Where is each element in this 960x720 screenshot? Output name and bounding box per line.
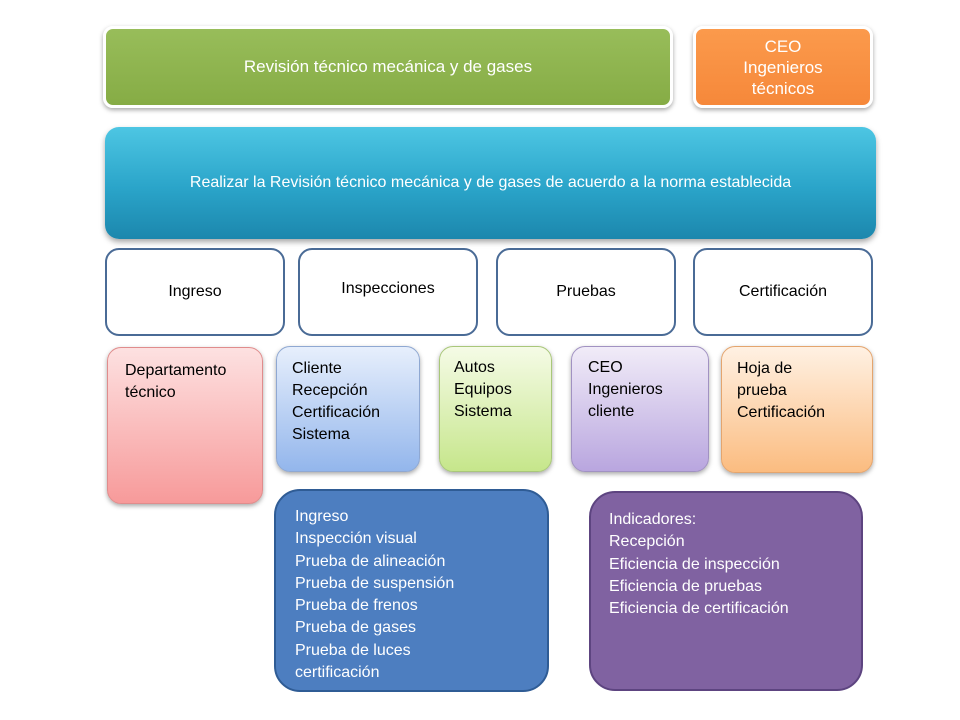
- indicator-item: Eficiencia de inspección: [609, 555, 780, 573]
- role-line: Ingenieros: [743, 57, 823, 77]
- resource-box-personas: CEO Ingenieros cliente: [571, 346, 709, 472]
- resource-line: Ingenieros: [588, 381, 663, 398]
- resource-line: Equipos: [454, 381, 512, 398]
- objective-banner: Realizar la Revisión técnico mecánica y …: [105, 127, 876, 239]
- process-box-inspecciones: Inspecciones: [298, 248, 478, 336]
- activity-item: Prueba de luces: [295, 641, 411, 659]
- process-label: Inspecciones: [341, 280, 435, 297]
- resource-line: Certificación: [292, 404, 381, 421]
- objective-text: Realizar la Revisión técnico mecánica y …: [189, 174, 792, 191]
- roles-box: CEO Ingenieros técnicos: [693, 26, 873, 108]
- indicator-item: Eficiencia de pruebas: [609, 577, 762, 595]
- resource-line: prueba: [737, 382, 787, 399]
- resource-line: Recepción: [292, 382, 368, 399]
- resource-box-inspecciones: Cliente Recepción Certificación Sistema: [276, 346, 420, 472]
- activity-item: Prueba de suspensión: [295, 574, 455, 592]
- activity-item: certificación: [295, 664, 380, 682]
- activities-box: Ingreso Inspección visual Prueba de alin…: [274, 489, 549, 692]
- process-label: Ingreso: [168, 283, 222, 300]
- indicator-item: Recepción: [609, 533, 685, 551]
- process-box-certificacion: Certificación: [693, 248, 873, 336]
- resource-line: Departamento: [125, 362, 227, 379]
- resource-line: cliente: [588, 403, 635, 420]
- resource-line: Autos: [454, 359, 495, 376]
- resource-line: Cliente: [292, 360, 342, 377]
- resource-box-departamento: Departamento técnico: [107, 347, 263, 504]
- process-title-box: Revisión técnico mecánica y de gases: [103, 26, 673, 108]
- resource-line: técnico: [125, 384, 176, 401]
- resource-box-certificacion: Hoja de prueba Certificación: [721, 346, 873, 473]
- role-line: técnicos: [751, 78, 815, 98]
- resource-line: Sistema: [454, 403, 512, 420]
- process-label: Certificación: [738, 283, 828, 300]
- resource-line: Certificación: [737, 404, 826, 421]
- resource-box-pruebas: Autos Equipos Sistema: [439, 346, 552, 472]
- process-title: Revisión técnico mecánica y de gases: [243, 57, 533, 76]
- indicators-heading: Indicadores:: [609, 511, 697, 528]
- role-line: CEO: [764, 36, 802, 56]
- activity-item: Prueba de gases: [295, 619, 416, 637]
- process-box-pruebas: Pruebas: [496, 248, 676, 336]
- indicator-item: Eficiencia de certificación: [609, 600, 789, 618]
- activity-item: Prueba de alineación: [295, 552, 446, 570]
- resource-line: Hoja de: [737, 360, 793, 377]
- activity-item: Inspección visual: [295, 530, 417, 548]
- process-box-ingreso: Ingreso: [105, 248, 285, 336]
- activity-item: Ingreso: [295, 508, 349, 525]
- activity-item: Prueba de frenos: [295, 597, 418, 615]
- resource-line: CEO: [588, 359, 623, 376]
- process-label: Pruebas: [556, 283, 616, 300]
- resource-line: Sistema: [292, 426, 350, 443]
- indicators-box: Indicadores: Recepción Eficiencia de ins…: [589, 491, 863, 691]
